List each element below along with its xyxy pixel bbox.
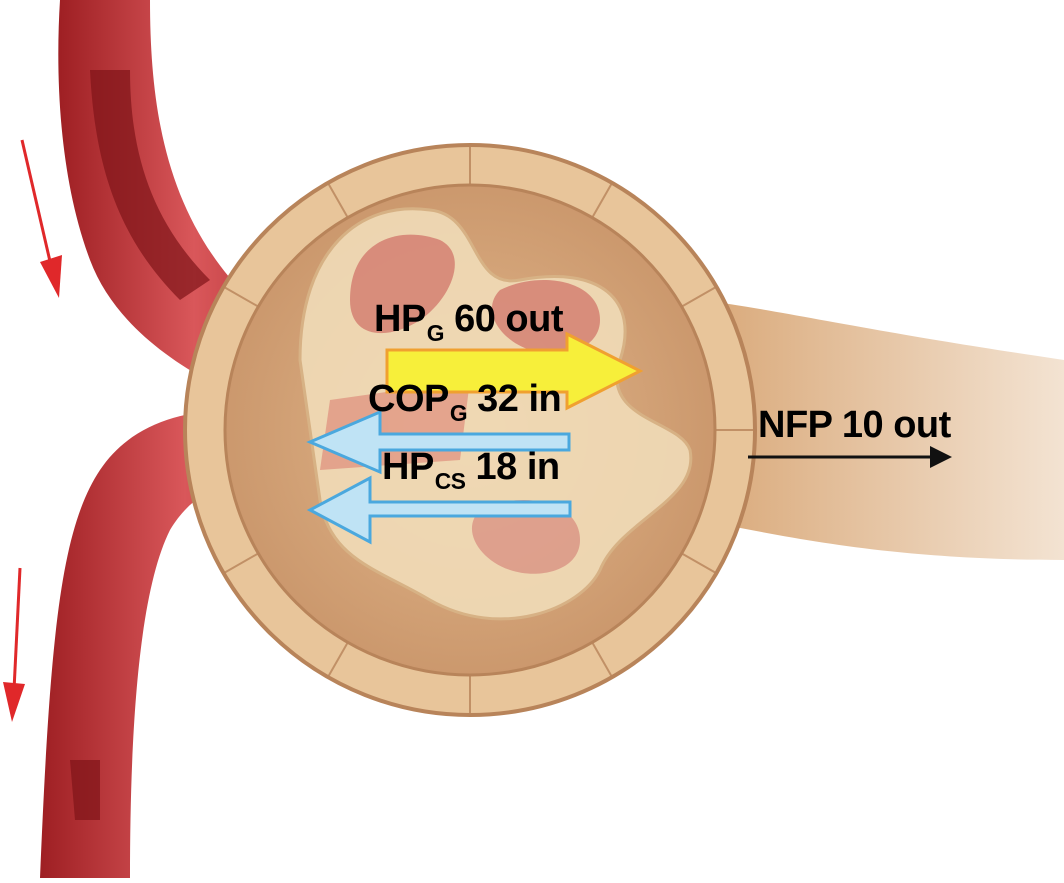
nfp-label: NFP 10 out bbox=[758, 404, 951, 447]
hpcs-label: HPCS 18 in bbox=[382, 446, 561, 494]
copg-inward-arrow bbox=[306, 409, 571, 475]
copg-value: 32 in bbox=[467, 378, 562, 420]
hpcs-value: 18 in bbox=[465, 446, 561, 488]
hpcs-main: HP bbox=[382, 446, 434, 488]
efferent-arteriole bbox=[40, 410, 330, 878]
hpg-main: HP bbox=[374, 298, 426, 340]
blood-flow-arrow-lower bbox=[3, 567, 25, 722]
hpcs-subscript: CS bbox=[434, 468, 466, 495]
nfp-text: NFP 10 out bbox=[758, 404, 951, 446]
proximal-tubule bbox=[700, 300, 1064, 560]
hpg-outward-arrow bbox=[385, 331, 644, 411]
copg-label: COPG 32 in bbox=[368, 378, 562, 426]
hpg-label: HPG 60 out bbox=[374, 298, 563, 346]
nfp-arrow bbox=[748, 446, 952, 468]
blood-flow-arrow-upper bbox=[20, 139, 62, 298]
copg-main: COP bbox=[368, 378, 449, 420]
hpg-subscript: G bbox=[426, 320, 445, 347]
copg-subscript: G bbox=[449, 400, 468, 427]
hpg-value: 60 out bbox=[444, 298, 563, 340]
hpcs-inward-arrow bbox=[306, 475, 572, 545]
